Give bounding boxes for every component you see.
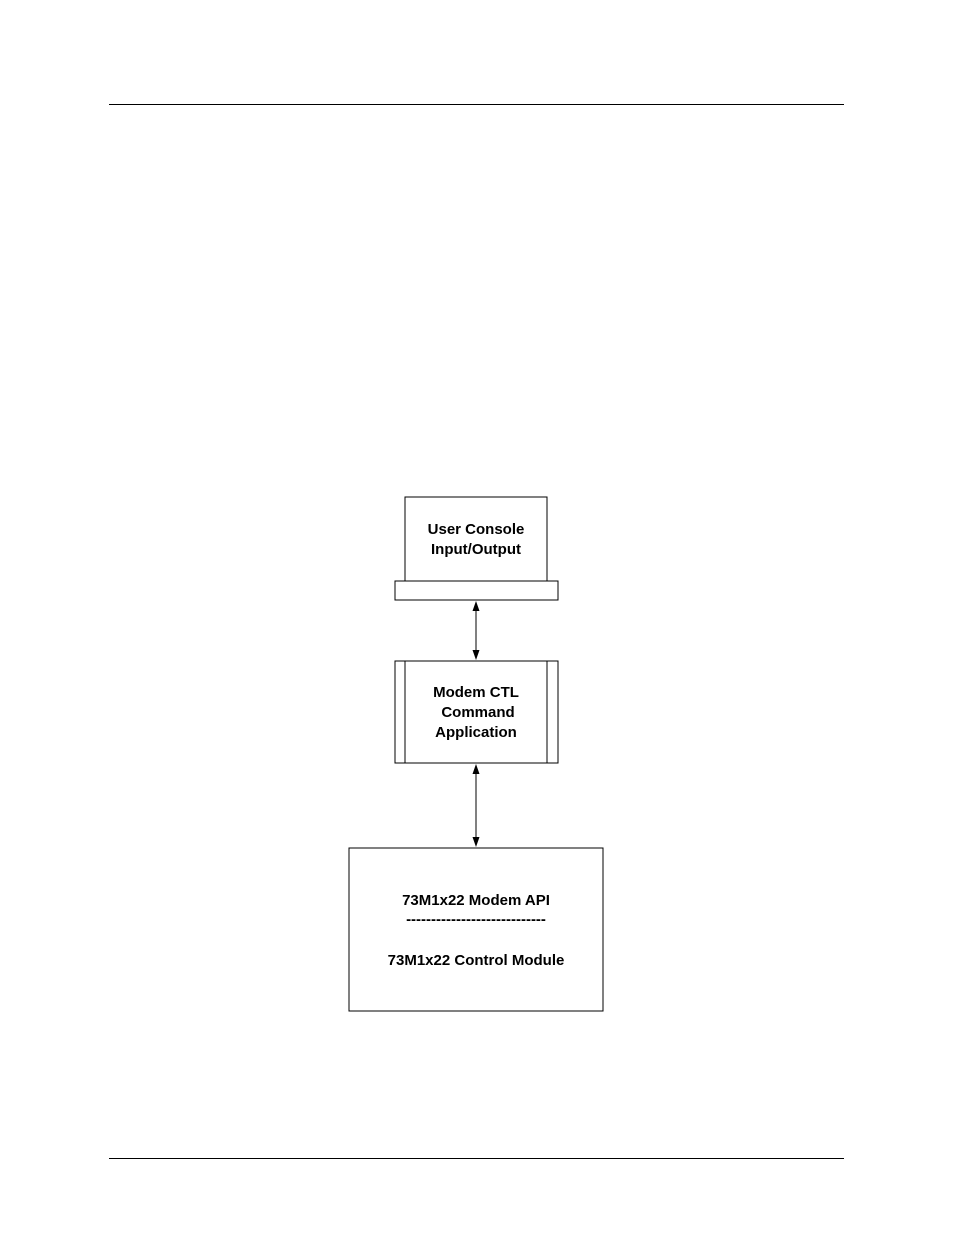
arrowhead-down [472, 837, 480, 847]
user-console-label-line2: Input/Output [431, 541, 521, 558]
user-console-screen [404, 496, 548, 583]
api-separator: ---------------------------- [406, 911, 546, 928]
api-module-node: 73M1x22 Modem API ----------------------… [348, 847, 604, 1012]
modem-ctl-label-line3: Application [435, 724, 517, 741]
connector-ctl-to-api [472, 764, 480, 847]
modem-ctl-box [394, 660, 559, 764]
footer-rule [109, 1158, 844, 1159]
modem-ctl-label-line1: Modem CTL [433, 684, 519, 701]
header-rule [109, 104, 844, 105]
user-console-node: User Console Input/Output [394, 496, 559, 601]
api-module-box [348, 847, 604, 1012]
control-module-label: 73M1x22 Control Module [388, 952, 565, 969]
api-label: 73M1x22 Modem API [402, 892, 550, 909]
user-console-label-line1: User Console [428, 521, 525, 538]
arrowhead-down [472, 650, 480, 660]
arrowhead-up [472, 601, 480, 611]
user-console-base [394, 580, 559, 601]
arrowhead-up [472, 764, 480, 774]
connector-console-to-ctl [472, 601, 480, 660]
modem-ctl-label-line2: Command [441, 704, 514, 721]
modem-ctl-node: Modem CTL Command Application [394, 660, 559, 764]
